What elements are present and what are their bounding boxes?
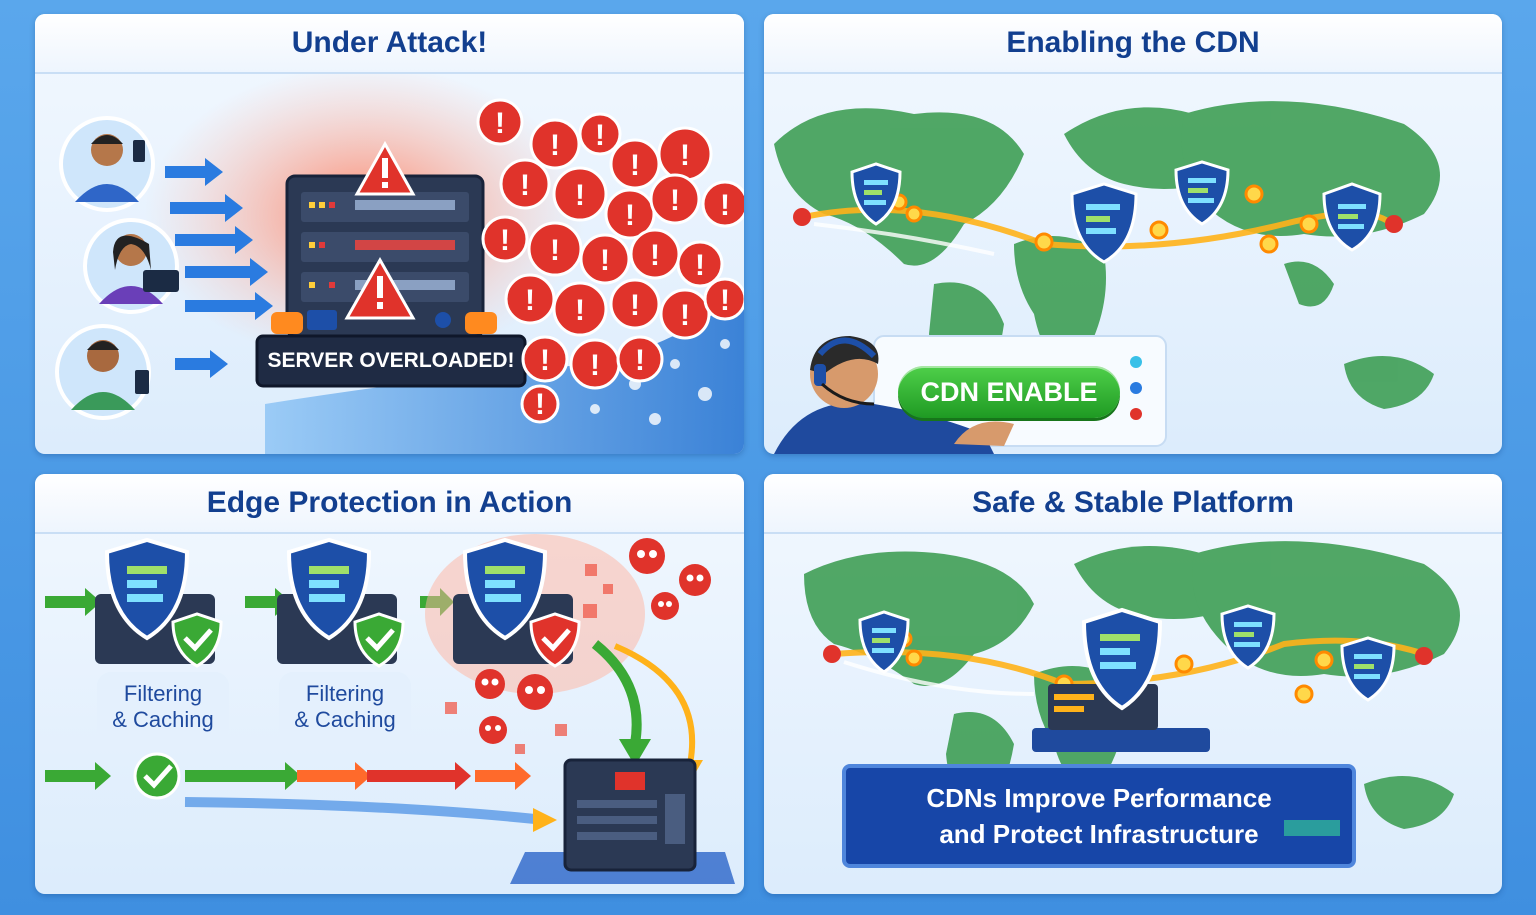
shield-icon <box>1081 607 1163 711</box>
svg-text:!: ! <box>670 184 680 217</box>
edge-node-label-line2: & Caching <box>112 707 214 732</box>
operator-avatar <box>774 336 1014 454</box>
svg-text:!: ! <box>720 189 730 222</box>
svg-text:!: ! <box>525 284 535 317</box>
safe-scene: CDNs Improve Performance and Protect Inf… <box>764 534 1502 894</box>
svg-text:!: ! <box>540 344 550 377</box>
shield-icon <box>1070 182 1138 264</box>
edge-node-label-line2: & Caching <box>294 707 396 732</box>
svg-text:!: ! <box>600 244 610 277</box>
svg-text:!: ! <box>680 299 690 332</box>
checkmark-icon <box>171 612 223 668</box>
panel-title-under-attack: Under Attack! <box>35 14 744 74</box>
safe-banner-line1: CDNs Improve Performance <box>926 783 1272 813</box>
svg-text:!: ! <box>550 129 560 162</box>
attack-scene: !!! !!! !!! !!! !!! !!! !!! !!! SERVER O… <box>35 74 744 454</box>
panel-title-safe-stable: Safe & Stable Platform <box>764 474 1502 534</box>
svg-text:!: ! <box>625 199 635 232</box>
svg-text:!: ! <box>500 224 510 257</box>
checkmark-icon <box>133 752 181 800</box>
svg-text:!: ! <box>680 139 690 172</box>
panel-enabling-cdn: Enabling the CDN <box>764 14 1502 454</box>
user-avatar-3 <box>55 324 151 420</box>
panel-edge-protection: Edge Protection in Action <box>35 474 744 894</box>
shield-icon <box>850 162 902 226</box>
svg-text:!: ! <box>720 284 730 317</box>
svg-text:!: ! <box>635 344 645 377</box>
shield-icon <box>1174 160 1230 226</box>
checkmark-icon <box>353 612 405 668</box>
shield-icon <box>1220 604 1276 670</box>
panel-title-enabling-cdn: Enabling the CDN <box>764 14 1502 74</box>
svg-text:!: ! <box>590 349 600 382</box>
edge-node-label-line1: Filtering <box>305 681 385 706</box>
overloaded-server <box>271 174 497 338</box>
edge-node-3 <box>425 534 645 694</box>
edge-node-2-label: Filtering & Caching <box>279 672 411 742</box>
safe-banner: CDNs Improve Performance and Protect Inf… <box>844 766 1354 866</box>
user-avatar-2 <box>83 218 179 314</box>
cdn-scene: CDN ENABLE <box>764 74 1502 454</box>
warning-icon <box>344 256 416 320</box>
alert-bubbles: !!! !!! !!! !!! !!! !!! !!! !!! <box>476 98 744 424</box>
user-avatar-1 <box>59 116 155 212</box>
shield-icon <box>858 610 910 674</box>
server-banner-text: SERVER OVERLOADED! <box>267 349 515 372</box>
edge-node-1-label: Filtering & Caching <box>97 672 229 742</box>
safe-banner-line2: and Protect Infrastructure <box>939 819 1259 849</box>
svg-text:!: ! <box>520 169 530 202</box>
panel-safe-stable: Safe & Stable Platform <box>764 474 1502 894</box>
panel-under-attack: Under Attack! <box>35 14 744 454</box>
panel-title-edge-protection: Edge Protection in Action <box>35 474 744 534</box>
svg-text:!: ! <box>595 119 605 152</box>
svg-text:!: ! <box>550 234 560 267</box>
edge-node-label-line1: Filtering <box>123 681 203 706</box>
svg-text:!: ! <box>695 249 705 282</box>
cdn-enable-button[interactable]: CDN ENABLE <box>898 366 1120 418</box>
server-icon <box>510 758 735 884</box>
svg-text:!: ! <box>575 179 585 212</box>
svg-text:!: ! <box>630 149 640 182</box>
svg-text:!: ! <box>535 388 545 421</box>
shield-icon <box>1340 636 1396 702</box>
svg-text:!: ! <box>495 107 505 140</box>
traffic-stream <box>45 762 557 832</box>
skull-icon <box>475 538 711 744</box>
svg-text:!: ! <box>630 289 640 322</box>
edge-scene: Filtering & Caching Filtering & Caching <box>35 534 744 894</box>
warning-icon <box>354 140 416 196</box>
traffic-arrows <box>165 158 273 378</box>
shield-icon <box>1322 182 1382 252</box>
svg-text:!: ! <box>650 239 660 272</box>
svg-text:!: ! <box>575 294 585 327</box>
checkmark-icon <box>529 612 581 668</box>
status-lights <box>1130 356 1142 420</box>
